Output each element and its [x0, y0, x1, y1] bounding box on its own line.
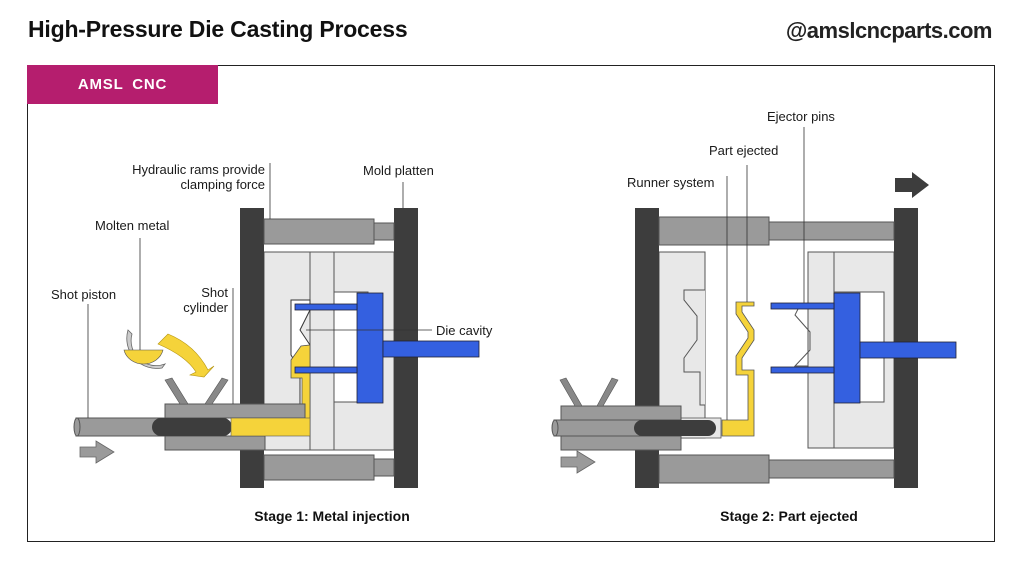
label-shot-piston: Shot piston	[51, 287, 116, 302]
hydraulic-ram-bottom-2	[658, 454, 770, 484]
piston-rod-end	[73, 417, 81, 437]
ejector-plate-2	[833, 292, 861, 404]
pour-arrow-icon	[157, 333, 215, 378]
ejector-pin-bottom-2	[770, 366, 835, 374]
ladle-metal	[123, 349, 164, 365]
fixed-die-profile	[683, 289, 705, 406]
stage2-diagram: Ejector pins Part ejected Runner system …	[551, 109, 957, 524]
ram-rod-bottom	[373, 458, 395, 477]
label-ejector-pins: Ejector pins	[767, 109, 835, 124]
stage1-diagram: Hydraulic rams provide clamping force Mo…	[51, 162, 493, 524]
stage2-caption: Stage 2: Part ejected	[720, 508, 858, 524]
shot-piston-2	[634, 420, 716, 436]
pour-funnel	[164, 377, 229, 405]
ram-rod-top	[373, 222, 395, 241]
label-clamping-force: clamping force	[180, 177, 265, 192]
label-cylinder: cylinder	[183, 300, 228, 315]
push-arrow-icon	[79, 440, 115, 464]
die-center-block	[309, 251, 335, 451]
push-arrow-icon-2	[560, 450, 596, 474]
pour-funnel-2	[559, 377, 619, 407]
label-hydraulic-rams: Hydraulic rams provide	[132, 162, 265, 177]
shot-piston	[152, 418, 232, 436]
ram-rod-bottom-2	[768, 459, 895, 479]
diagram-frame	[27, 65, 995, 542]
label-die-cavity: Die cavity	[436, 323, 493, 338]
piston-rod-end-2	[551, 419, 559, 437]
page-title: High-Pressure Die Casting Process	[28, 16, 408, 42]
label-runner-system: Runner system	[627, 175, 714, 190]
hydraulic-ram-top-2	[658, 216, 770, 246]
ejector-rod-2	[859, 341, 957, 359]
hydraulic-ram-top	[263, 218, 375, 245]
open-direction-arrow-icon	[895, 172, 929, 198]
ejector-pin-bottom	[294, 366, 358, 374]
hydraulic-ram-bottom	[263, 454, 375, 481]
website-label: @amslcncparts.com	[785, 18, 993, 43]
shot-cylinder-bottom-2	[560, 435, 682, 451]
ejector-pin-top-2	[770, 302, 835, 310]
shot-cylinder-bottom	[164, 435, 266, 451]
ejector-plate	[356, 292, 384, 404]
label-part-ejected: Part ejected	[709, 143, 778, 158]
stage1-caption: Stage 1: Metal injection	[254, 508, 410, 524]
shot-cylinder-top	[164, 403, 306, 419]
ram-rod-top-2	[768, 221, 895, 241]
brand-badge: AMSL CNC	[27, 65, 218, 104]
molten-metal-shot	[230, 417, 311, 437]
ejector-pin-top	[294, 303, 358, 311]
ejected-part	[721, 301, 755, 437]
label-shot: Shot	[201, 285, 228, 300]
shot-cylinder-top-2	[560, 405, 682, 421]
ejector-rod	[382, 340, 480, 358]
label-molten-metal: Molten metal	[95, 218, 170, 233]
label-mold-platten: Mold platten	[363, 163, 434, 178]
